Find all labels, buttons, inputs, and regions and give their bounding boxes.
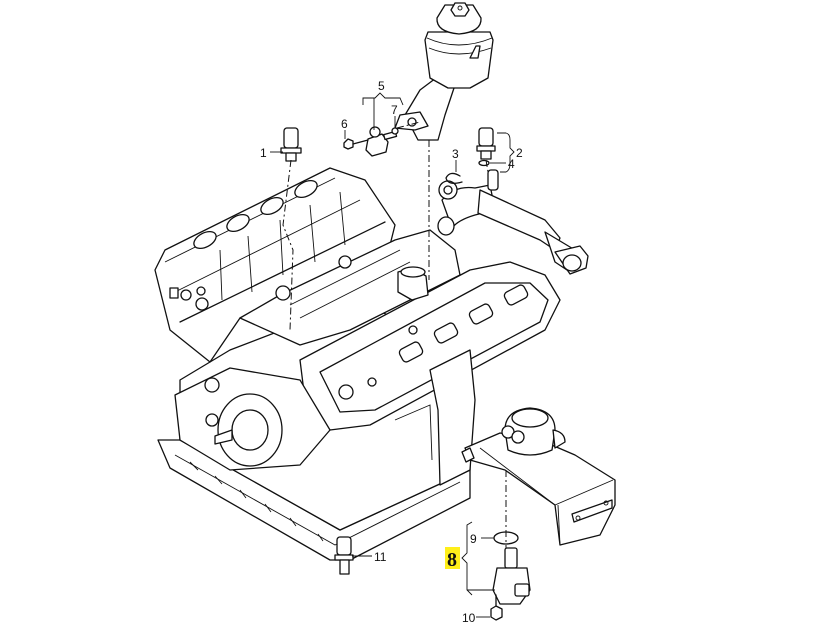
callout-5[interactable]: 5 [378,79,385,93]
seal-ring-4[interactable] [478,159,490,167]
clip-3[interactable] [445,172,463,184]
sensor-5[interactable] [365,126,398,157]
callout-6[interactable]: 6 [341,117,348,131]
callout-11[interactable]: 11 [374,550,387,564]
callout-10[interactable]: 10 [462,611,476,625]
callout-leaders [270,92,515,618]
assembly-lines [282,121,507,548]
seal-7[interactable] [391,127,399,135]
callout-8-highlight [445,547,460,569]
callout-4[interactable]: 4 [508,157,515,171]
engine-block [154,167,561,561]
sensor-8[interactable] [492,547,531,605]
callout-7[interactable]: 7 [391,103,398,117]
callout-8[interactable]: 8 [447,549,457,571]
callout-9[interactable]: 9 [470,532,477,546]
oil-filter-housing [394,2,494,141]
sensor-2[interactable] [476,127,496,160]
bolt-6[interactable] [343,138,369,150]
expansion-tank [461,407,616,546]
callout-3[interactable]: 3 [452,147,459,161]
callout-1[interactable]: 1 [260,146,267,160]
callout-2[interactable]: 2 [516,146,523,160]
coolant-pipe [437,169,589,275]
sensor-11[interactable] [334,536,354,575]
callouts: 1 2 3 4 5 6 7 8 9 10 11 [260,79,523,625]
bolt-10[interactable] [490,594,503,621]
valve-cover-ports [398,284,529,363]
sensor-1[interactable] [280,127,302,162]
